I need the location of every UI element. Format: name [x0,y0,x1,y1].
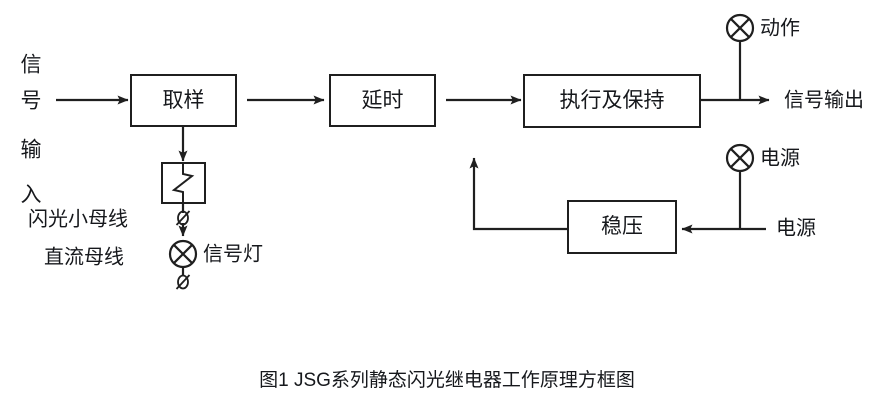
dc-bus-label: 直流母线 [44,245,124,268]
block-execute-hold-label: 执行及保持 [560,89,665,112]
signal-lamp-cross-b [173,244,193,264]
block-regulator[interactable]: 稳压 [567,200,677,254]
input-label-char-3: 入 [21,184,42,207]
power-lamp-cross-b [730,148,750,168]
block-delay[interactable]: 延时 [329,74,436,127]
power-input-label: 电源 [776,216,816,239]
power-lamp-label: 电源 [760,146,800,169]
relay-contact-blade [171,163,195,203]
terminal-slash-icon-2 [175,267,191,290]
block-delay-box [329,74,436,127]
input-label-char-0: 信 [21,54,42,77]
action-lamp-label: 动作 [760,16,800,39]
signal-output-label: 信号输出 [784,88,864,111]
terminal-1-slash [175,210,191,226]
block-regulator-box [567,200,677,254]
signal-lamp-label: 信号灯 [203,242,263,265]
input-label-char-1: 号 [21,90,42,113]
action-lamp-cross-b [730,18,750,38]
flash-bus-label: 闪光小母线 [28,207,128,230]
block-execute-hold[interactable]: 执行及保持 [523,74,701,128]
block-execute-hold-box [523,74,701,128]
signal-lamp-group: 信号灯 [168,239,263,269]
wire-regulator-feedback [469,157,568,231]
power-lamp-group: 电源 [725,143,800,173]
action-lamp-group: 动作 [725,13,800,43]
block-sampling-label: 取样 [163,89,205,112]
terminal-2-circle [177,274,189,290]
terminal-slash-icon-1 [175,203,191,237]
input-label-char-2: 输 [21,139,42,162]
figure-caption: 图1 JSG系列静态闪光继电器工作原理方框图 [259,369,635,391]
block-sampling[interactable]: 取样 [130,74,237,127]
terminal-2-slash [175,274,191,290]
block-regulator-label: 稳压 [601,215,643,238]
input-vertical-label: 信 号 输 入 [21,54,42,207]
relay-contact-switch-icon [161,162,206,204]
block-delay-label: 延时 [362,89,404,112]
